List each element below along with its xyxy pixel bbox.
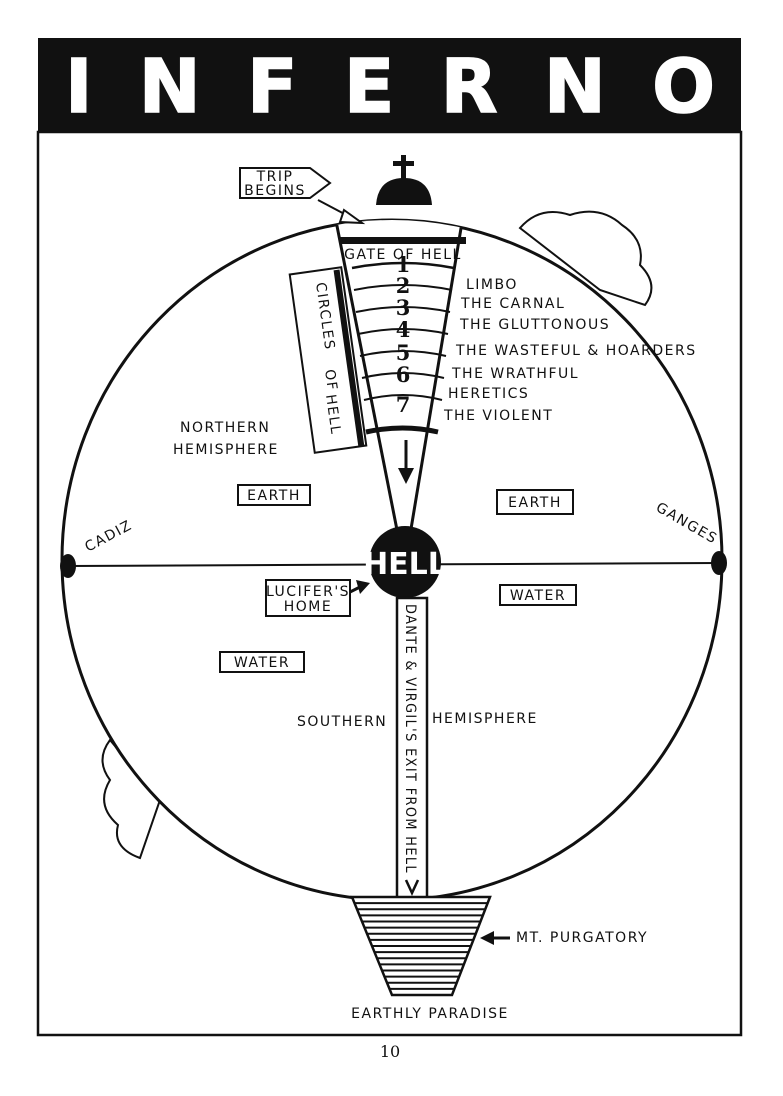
circle-label-5: THE WRATHFUL: [451, 366, 579, 382]
bottom-circle-bar: [365, 425, 439, 435]
cloud-bottom-left: [101, 738, 162, 860]
circle-label-3: THE GLUTTONOUS: [459, 317, 610, 333]
circle-number-3: 3: [396, 295, 411, 320]
hell-label: HELL: [363, 547, 447, 582]
mount-purgatory: [350, 895, 492, 997]
hemisphere-label-north: HEMISPHERE: [173, 442, 279, 458]
ganges-marker: [711, 551, 727, 575]
cadiz-marker: [60, 554, 76, 578]
lucifer-box: [265, 579, 351, 617]
title-banner: [38, 38, 741, 132]
water-right-box: [499, 584, 577, 606]
trip-arrow-icon: [317, 199, 366, 225]
page-number: 10: [380, 1042, 400, 1061]
earth-right-label: EARTH: [508, 495, 562, 511]
chapel-dome: [376, 178, 432, 205]
gate-arch: [351, 261, 455, 270]
paradise-label: EARTHLY PARADISE: [351, 1006, 509, 1022]
circles-label-bar: [333, 269, 365, 447]
lucifer-label-2: HOME: [284, 599, 332, 615]
circles-label-2: OF: [321, 368, 340, 392]
earth-left-box: [237, 484, 311, 506]
trip-label-2: BEGINS: [244, 183, 306, 199]
down-arrow-icon: [398, 440, 414, 484]
circles-label-box: [288, 266, 368, 454]
cross-icon: [393, 155, 414, 181]
water-left-label: WATER: [234, 655, 290, 671]
circle-number-6: 6: [396, 362, 411, 387]
circle-labels: LIMBO THE CARNAL THE GLUTTONOUS THE WASTEFU…: [443, 277, 697, 424]
southern-label: SOUTHERN: [297, 714, 387, 730]
exit-arrow-icon: [404, 879, 420, 896]
circle-label-4: THE WASTEFUL & HOARDERS: [455, 343, 697, 359]
water-left-box: [219, 651, 305, 673]
water-right-label: WATER: [510, 588, 566, 604]
gate-of-hell-label: GATE OF HELL: [344, 247, 462, 263]
hell-core: [369, 526, 441, 598]
lucifer-arrow-icon: [349, 580, 370, 594]
circle-number-1: 1: [396, 252, 411, 277]
circle-number-4: 4: [396, 317, 411, 342]
trip-begins-box: [239, 167, 332, 199]
circle-label-1: LIMBO: [466, 277, 518, 293]
circle-number-7: 7: [396, 392, 411, 417]
circle-label-7: THE VIOLENT: [443, 408, 553, 424]
lucifer-label-1: LUCIFER'S: [266, 584, 350, 600]
circle-number-2: 2: [396, 273, 411, 298]
trip-label-1: TRIP: [256, 169, 294, 185]
circle-dividers: [353, 284, 453, 401]
circle-label-6: HERETICS: [448, 386, 529, 402]
circles-label-3: HELL: [322, 393, 344, 436]
purgatory-arrow-icon: [480, 931, 510, 945]
hemisphere-label-south: HEMISPHERE: [432, 711, 538, 727]
earth-right-box: [496, 489, 574, 515]
cloud-top-right: [518, 210, 653, 307]
exit-path: [395, 596, 429, 900]
gate-top-bar: [340, 237, 466, 244]
exit-label: DANTE & VIRGIL'S EXIT FROM HELL: [402, 604, 418, 874]
circle-label-2: THE CARNAL: [460, 296, 565, 312]
purgatory-label: MT. PURGATORY: [516, 930, 648, 946]
northern-label: NORTHERN: [180, 420, 270, 436]
earth-left-label: EARTH: [247, 488, 301, 504]
circle-number-5: 5: [396, 340, 411, 365]
